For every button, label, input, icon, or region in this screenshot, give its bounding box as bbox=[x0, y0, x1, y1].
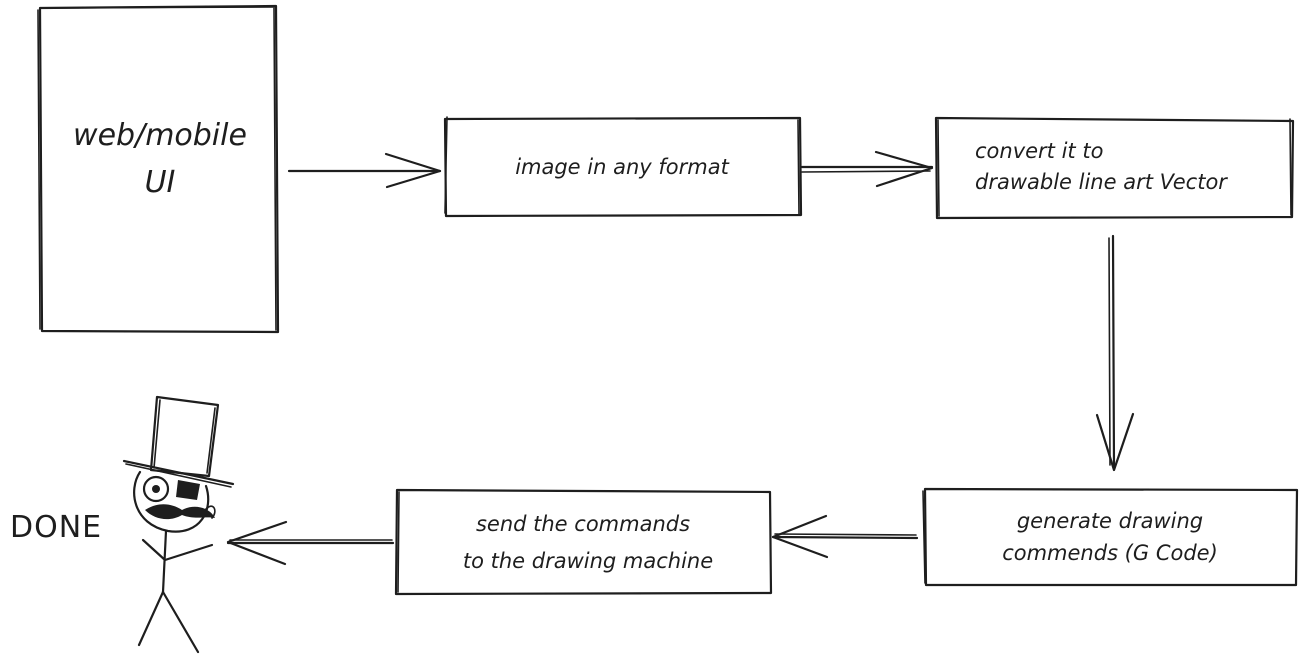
node-gcode-line1: generate drawing bbox=[1017, 509, 1203, 533]
node-generate-gcode[interactable]: generate drawing commends (G Code) bbox=[922, 487, 1299, 587]
node-convert-vector[interactable]: convert it to drawable line art Vector bbox=[934, 116, 1295, 220]
node-web-mobile-ui[interactable]: web/mobile UI bbox=[37, 4, 280, 334]
node-send-commands[interactable]: send the commands to the drawing machine bbox=[394, 488, 773, 596]
node-image-line1: image in any format bbox=[515, 155, 729, 179]
arrow-vector-to-gcode bbox=[1095, 234, 1135, 472]
node-vector-line1: convert it to bbox=[975, 139, 1103, 163]
node-vector-line2: drawable line art Vector bbox=[975, 170, 1228, 194]
arrow-image-to-vector bbox=[800, 150, 934, 188]
node-web-mobile-ui-line2: UI bbox=[145, 165, 176, 200]
arrow-ui-to-image bbox=[287, 152, 442, 189]
arrow-send-to-done bbox=[226, 520, 395, 566]
node-web-mobile-ui-line1: web/mobile bbox=[73, 118, 247, 153]
node-send-line1: send the commands bbox=[476, 512, 690, 536]
node-gcode-line2: commends (G Code) bbox=[1002, 541, 1218, 565]
arrow-gcode-to-send bbox=[771, 514, 919, 559]
node-image-any-format[interactable]: image in any format bbox=[443, 116, 803, 218]
node-send-line2: to the drawing machine bbox=[463, 549, 713, 573]
stick-figure-top-hat-icon bbox=[122, 395, 235, 654]
done-label: DONE bbox=[10, 510, 102, 545]
